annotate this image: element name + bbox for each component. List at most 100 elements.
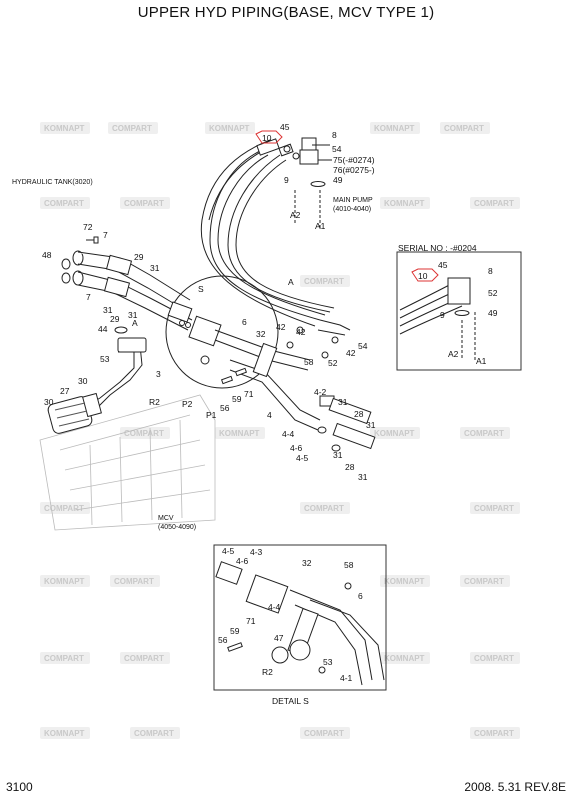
svg-text:KOMNAPT: KOMNAPT <box>209 124 250 133</box>
svg-text:COMPART: COMPART <box>464 429 504 438</box>
svg-text:KOMNAPT: KOMNAPT <box>44 124 85 133</box>
svg-text:4-5: 4-5 <box>296 453 309 463</box>
svg-text:58: 58 <box>344 560 354 570</box>
svg-text:A2: A2 <box>448 349 459 359</box>
svg-text:72: 72 <box>83 222 93 232</box>
svg-text:4-1: 4-1 <box>340 673 353 683</box>
svg-text:KOMNAPT: KOMNAPT <box>374 429 415 438</box>
svg-text:49: 49 <box>488 308 498 318</box>
svg-text:42: 42 <box>346 348 356 358</box>
detail-s-box <box>213 544 387 691</box>
suction-elbow <box>47 337 147 434</box>
svg-text:A1: A1 <box>315 221 326 231</box>
svg-text:7: 7 <box>86 292 91 302</box>
svg-text:4: 4 <box>267 410 272 420</box>
svg-text:52: 52 <box>328 358 338 368</box>
callout-labels: 10 45 8 54 75(-#0274) 76(#0275-) 9 49 A2… <box>12 122 498 706</box>
svg-text:59: 59 <box>232 394 242 404</box>
svg-text:3: 3 <box>156 369 161 379</box>
svg-text:42: 42 <box>276 322 286 332</box>
svg-text:59: 59 <box>230 626 240 636</box>
svg-text:COMPART: COMPART <box>124 429 164 438</box>
svg-text:MCV: MCV <box>158 515 174 522</box>
svg-text:COMPART: COMPART <box>444 124 484 133</box>
svg-text:45: 45 <box>280 122 290 132</box>
svg-text:KOMNAPT: KOMNAPT <box>44 729 85 738</box>
svg-text:KOMNAPT: KOMNAPT <box>384 577 425 586</box>
svg-text:31: 31 <box>366 420 376 430</box>
detail-s-circle <box>165 275 279 389</box>
svg-text:A1: A1 <box>476 356 487 366</box>
callout-10-highlight-serial <box>411 268 439 282</box>
svg-text:4-4: 4-4 <box>282 429 295 439</box>
svg-text:71: 71 <box>244 389 254 399</box>
svg-text:KOMNAPT: KOMNAPT <box>44 577 85 586</box>
svg-text:56: 56 <box>220 403 230 413</box>
svg-text:45: 45 <box>438 260 448 270</box>
mcv-block <box>39 394 216 531</box>
svg-text:30: 30 <box>44 397 54 407</box>
hoses-right <box>317 397 376 452</box>
page-title: UPPER HYD PIPING(BASE, MCV TYPE 1) <box>137 4 435 21</box>
svg-text:8: 8 <box>332 130 337 140</box>
svg-text:47: 47 <box>274 633 284 643</box>
svg-text:COMPART: COMPART <box>124 199 164 208</box>
svg-text:(4050-4090): (4050-4090) <box>158 524 196 531</box>
serial-inset-parts <box>399 277 476 362</box>
svg-text:R2: R2 <box>149 397 160 407</box>
svg-text:(4010-4040): (4010-4040) <box>333 206 371 213</box>
svg-text:COMPART: COMPART <box>124 654 164 663</box>
svg-text:COMPART: COMPART <box>44 504 84 513</box>
svg-text:53: 53 <box>100 354 110 364</box>
svg-text:4-6: 4-6 <box>290 443 303 453</box>
svg-text:28: 28 <box>345 462 355 472</box>
manifold-pipes <box>214 319 351 431</box>
svg-text:S: S <box>198 284 204 294</box>
svg-text:31: 31 <box>128 310 138 320</box>
svg-text:30: 30 <box>78 376 88 386</box>
svg-text:COMPART: COMPART <box>44 654 84 663</box>
svg-text:P2: P2 <box>182 399 193 409</box>
svg-text:MAIN PUMP: MAIN PUMP <box>333 197 373 204</box>
svg-text:54: 54 <box>332 144 342 154</box>
svg-text:4-6: 4-6 <box>236 556 249 566</box>
svg-text:44: 44 <box>98 324 108 334</box>
svg-text:4-2: 4-2 <box>314 387 327 397</box>
svg-text:COMPART: COMPART <box>474 729 514 738</box>
svg-text:DETAIL S: DETAIL S <box>272 696 309 706</box>
serial-inset-box <box>396 251 522 371</box>
svg-text:COMPART: COMPART <box>474 504 514 513</box>
svg-text:SERIAL NO : -#0204: SERIAL NO : -#0204 <box>398 243 477 253</box>
svg-text:75(-#0274): 75(-#0274) <box>333 155 375 165</box>
svg-text:10: 10 <box>418 271 428 281</box>
page-number: 3100 <box>6 780 33 794</box>
svg-text:27: 27 <box>60 386 70 396</box>
main-pump-fittings <box>256 137 332 230</box>
svg-text:49: 49 <box>333 175 343 185</box>
svg-text:29: 29 <box>134 252 144 262</box>
svg-text:COMPART: COMPART <box>474 199 514 208</box>
svg-text:32: 32 <box>256 329 266 339</box>
svg-text:71: 71 <box>246 616 256 626</box>
svg-text:32: 32 <box>302 558 312 568</box>
svg-text:10: 10 <box>262 133 272 143</box>
svg-text:COMPART: COMPART <box>304 729 344 738</box>
svg-text:COMPART: COMPART <box>134 729 174 738</box>
svg-text:R2: R2 <box>262 667 273 677</box>
svg-text:COMPART: COMPART <box>304 504 344 513</box>
svg-text:4-5: 4-5 <box>222 546 235 556</box>
svg-text:8: 8 <box>488 266 493 276</box>
svg-text:7: 7 <box>103 230 108 240</box>
detail-s-parts <box>215 561 385 686</box>
detail-s-inset-parts <box>167 301 222 365</box>
svg-text:4-4: 4-4 <box>268 602 281 612</box>
svg-text:48: 48 <box>42 250 52 260</box>
svg-text:9: 9 <box>284 175 289 185</box>
svg-text:COMPART: COMPART <box>112 124 152 133</box>
svg-text:6: 6 <box>242 317 247 327</box>
svg-text:28: 28 <box>354 409 364 419</box>
watermark: KOMNAPT COMPART KOMNAPT KOMNAPT COMPART … <box>40 122 520 739</box>
svg-text:9: 9 <box>440 310 445 320</box>
